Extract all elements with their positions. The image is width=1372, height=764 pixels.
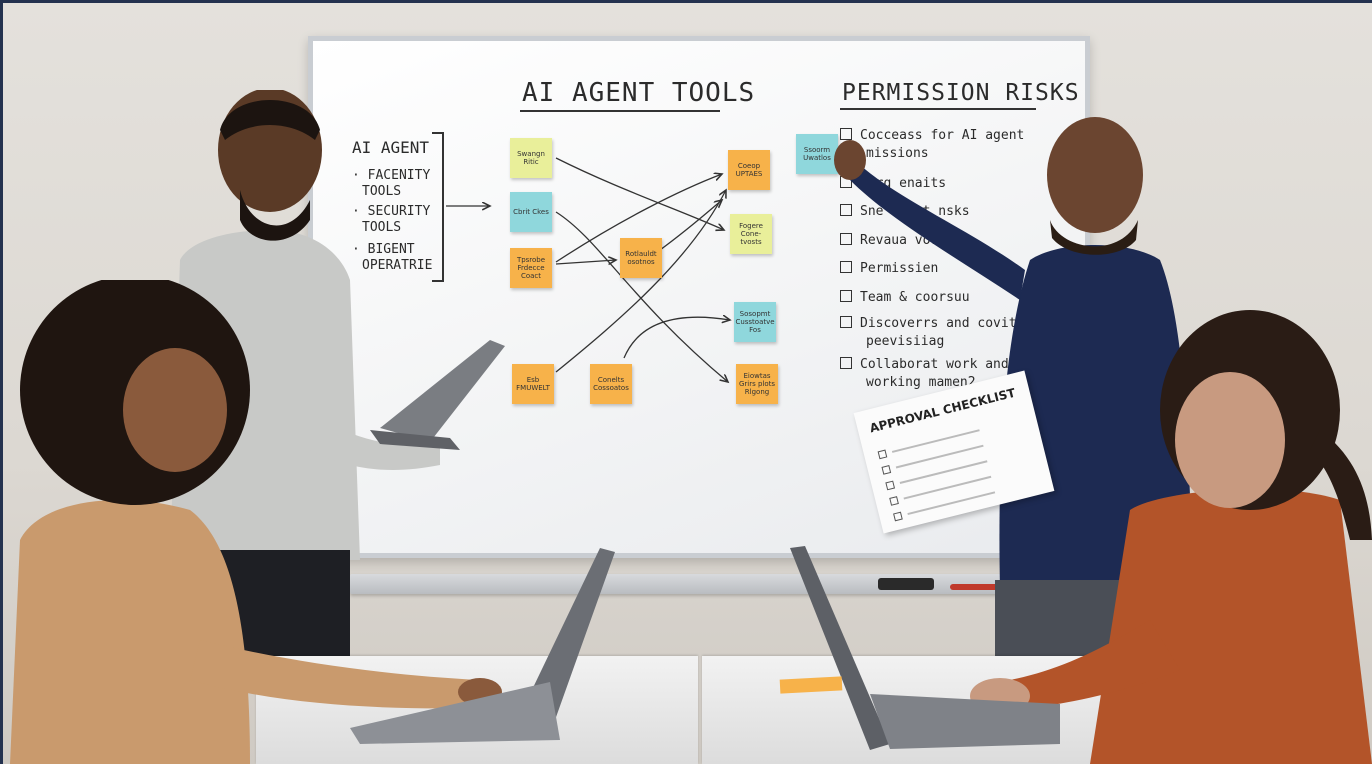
sticky-note: Ssoorm Uwatlos [796, 134, 838, 174]
checklist-item-sub: peevisiiag [866, 334, 945, 349]
checkbox-icon [840, 316, 852, 328]
sticky-note: Eiowtas Grirs plots Rlgong [736, 364, 778, 404]
laptop-left [350, 548, 615, 744]
sticky-note: Coeop UPTAES [728, 150, 770, 190]
person-seated-left [10, 280, 502, 764]
checklist-item-text: Team & coorsuu [860, 290, 970, 305]
checklist-item: Team & coorsuu [840, 290, 970, 305]
whiteboard-eraser [878, 578, 934, 590]
laptop-right [790, 546, 1060, 750]
agent-block-bracket [432, 132, 444, 282]
checkbox-icon [840, 290, 852, 302]
whiteboard-title-right: PERMISSION RISKS [842, 80, 1080, 106]
sticky-note: Rotlauldt osotnos [620, 238, 662, 278]
agent-block-line: TOOLS [362, 220, 402, 235]
arrow-note-to-note [555, 174, 722, 263]
agent-block-line: · BIGENT [352, 242, 415, 257]
whiteboard-title-left: AI AGENT TOOLS [522, 78, 756, 108]
agent-block-line: OPERATRIE [362, 258, 433, 273]
arrow-note-to-note [555, 190, 726, 373]
whiteboard-tray [350, 574, 1010, 594]
person-seated-right [970, 310, 1372, 764]
checkbox-icon [881, 464, 892, 475]
checkbox-icon [889, 495, 899, 506]
whiteboard-marker [950, 584, 998, 590]
sticky-note: Sosopmt Cusstoatve Fos [734, 302, 776, 342]
checkbox-icon [877, 449, 888, 459]
checkbox-icon [840, 128, 852, 140]
arrow-note-to-note [555, 157, 724, 230]
checkbox-icon [840, 357, 852, 369]
sticky-note: Conelts Cossoatos [590, 364, 632, 404]
checklist-item-text: Permissien [860, 261, 939, 276]
checklist-item-text: Collaborat work and [860, 357, 1009, 372]
checklist-item: Permissien [840, 261, 938, 276]
arrow-note-to-note [659, 200, 722, 251]
sticky-note: Fogere Cone-tvosts [730, 214, 772, 254]
sticky-note: Cbrit Ckes [510, 192, 552, 232]
sticky-note: Esb FMUWELT [512, 364, 554, 404]
left-border [0, 0, 3, 764]
checklist-item: Discoverrs and covits [840, 316, 1024, 331]
title-left-underline [520, 110, 720, 112]
top-border [0, 0, 1372, 3]
checkbox-icon [840, 261, 852, 273]
checkbox-icon [840, 233, 852, 245]
title-right-underline [840, 108, 1036, 110]
checkbox-icon [885, 480, 895, 490]
agent-block-heading: AI AGENT [352, 138, 430, 157]
checklist-item: Cocceass for AI agent [840, 128, 1024, 143]
arrow-note-to-note [623, 317, 730, 359]
checklist-item-text: Discoverrs and covits [860, 316, 1025, 331]
sticky-note: Swangn Ritic [510, 138, 552, 178]
sticky-note: Tpsrobe Frdecce Coact [510, 248, 552, 288]
checklist-item-sub: missions [866, 146, 929, 161]
agent-block-line: TOOLS [362, 184, 402, 199]
agent-block-line: · SECURITY [352, 204, 431, 219]
agent-block-line: · FACENITY [352, 168, 431, 183]
checklist-item: Collaborat work and [840, 357, 1009, 372]
checkbox-icon [840, 204, 852, 216]
arrow-note-to-note [555, 260, 616, 264]
checklist-item-sub: working mamen2 [866, 375, 976, 390]
checklist-item-text: Cocceass for AI agent [860, 128, 1025, 143]
